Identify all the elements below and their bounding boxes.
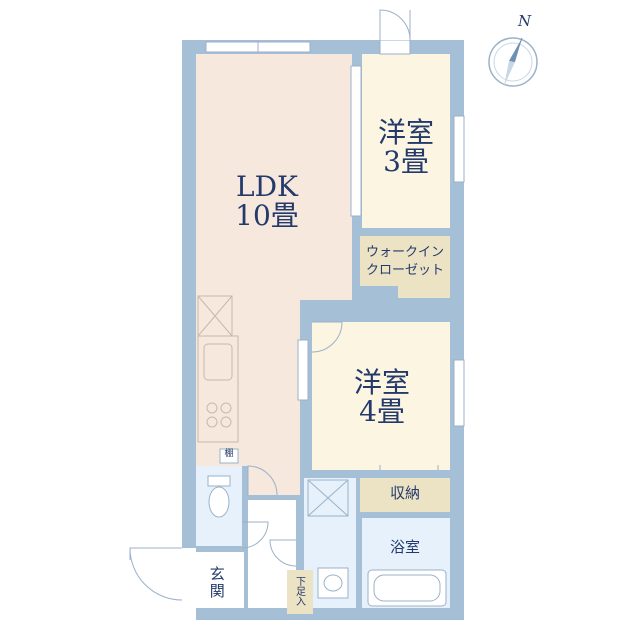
- toilet: [207, 475, 231, 518]
- bathtub: [367, 569, 447, 607]
- walkin-closet-line2: クローゼット: [365, 262, 444, 278]
- washroom: [307, 479, 349, 599]
- bath-label: 浴室: [389, 538, 420, 556]
- entrance-floor: [196, 552, 244, 608]
- western-3-name: 洋室: [377, 116, 434, 149]
- compass-label: N: [518, 12, 532, 30]
- entrance-door: [129, 547, 183, 601]
- washer-space: [307, 479, 349, 517]
- storage-label: 収納: [389, 484, 420, 502]
- shelf-box: [219, 448, 239, 464]
- sink: [203, 343, 233, 381]
- compass-icon: [488, 37, 538, 87]
- stove-burner: [206, 402, 218, 414]
- ldk-name: LDK: [236, 170, 298, 203]
- stove-burner: [220, 416, 232, 428]
- entrance-label: 玄関: [207, 566, 226, 600]
- ldk-label: LDK 10畳: [226, 172, 308, 231]
- storage-floor: [360, 478, 450, 512]
- stove-burner: [220, 402, 232, 414]
- kitchen: [197, 295, 239, 443]
- western-3-floor: [362, 54, 450, 228]
- western-4-size: 4畳: [359, 395, 405, 429]
- vanity: [317, 567, 349, 599]
- western-4-name: 洋室: [353, 366, 410, 399]
- kitchen-counter: [197, 335, 239, 443]
- western-3-size: 3畳: [383, 145, 429, 179]
- ldk-floor: [196, 54, 352, 495]
- balcony-door: [379, 9, 411, 55]
- shelf-label: 棚: [224, 449, 234, 459]
- walkin-closet-line1: ウォークイン: [365, 245, 444, 260]
- walkin-closet-floor: [360, 236, 450, 298]
- interior-doors: [241, 321, 439, 567]
- ldk-size: 10畳: [235, 199, 299, 233]
- stove-burner: [206, 416, 218, 428]
- shoe-box-floor: [287, 570, 313, 614]
- windows: [205, 41, 465, 427]
- western-3-label: 洋室 3畳: [372, 118, 440, 177]
- room-floors: [130, 54, 450, 620]
- shoe-box-label: 下足入: [293, 576, 305, 606]
- western-4-floor: [312, 322, 450, 470]
- western-4-label: 洋室 4畳: [346, 368, 418, 427]
- walkin-closet-label: ウォークイン クローゼット: [362, 244, 448, 279]
